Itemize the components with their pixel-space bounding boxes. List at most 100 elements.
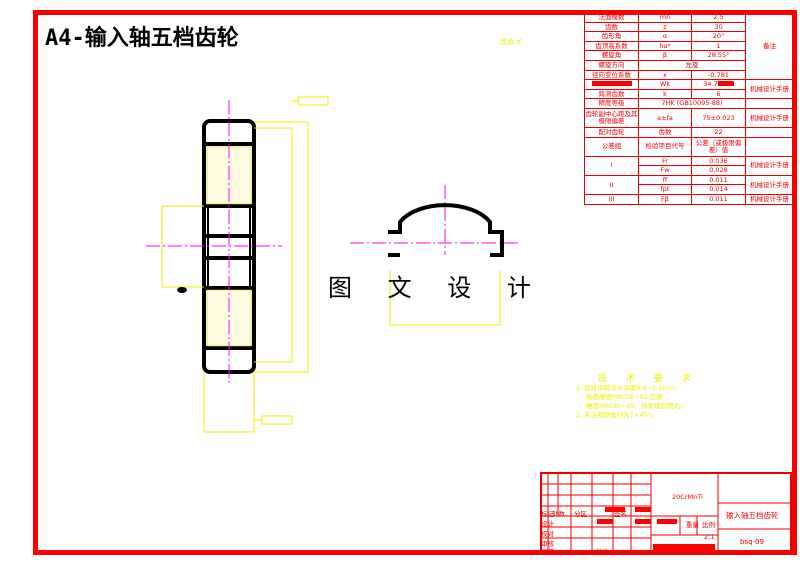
scale-value: 2:1 [704,533,715,541]
technical-requirements: 技 术 要 求 1. 齿轮渗碳淬火深度0.8~1.2mm, 表面硬度HRC56~… [576,375,699,420]
approve-label: 批准 [596,548,609,556]
table-row: Wk 34.7 机械设计手册 [584,79,794,100]
cell: 2.5 [691,12,746,23]
cell: II [584,174,639,195]
cell: -0.781 [691,69,746,81]
cell: 6 [691,88,746,100]
cell: 1 [691,40,746,52]
cell [745,98,794,109]
cell: 22 [691,126,746,138]
tech-line: 1. 齿轮渗碳淬火深度0.8~1.2mm, [576,384,678,392]
redacted-cell [584,79,639,90]
cell: 0.011 [691,193,746,205]
cell: 左旋 [638,59,746,71]
cell: I [584,155,639,176]
centerlines [146,100,520,385]
cell: x [638,69,692,81]
roughness-note: 其余 ∀ [500,38,522,46]
cell: 0.028 [691,165,746,176]
tech-line: 硬度HRC30~45，热处理后喷丸。 [586,402,687,410]
count-label: 处数 [552,510,565,518]
cell: mn [638,12,692,23]
cell [745,136,794,157]
cell: 0.014 [691,184,746,195]
cell: 精度等级 [584,98,639,109]
cell: 公差组 [584,136,639,157]
ref-cell: 机械设计手册 [745,193,794,205]
cell: 齿顶高系数 [584,40,639,52]
design-label: 设计 [541,520,554,528]
table-row: 公差组检验项目代号公差（或极限偏差）值 [584,136,794,157]
cell [745,126,794,138]
scale-label: 比例 [702,521,715,529]
cell: III [584,193,639,205]
cell: 75±0.023 [691,107,746,128]
drawing-title: A4-输入轴五档齿轮 [45,26,239,51]
cell: 螺旋角 [584,50,639,61]
review-label: 审核 [541,540,554,548]
cell: 0.036 [691,155,746,167]
cell: 34.7 [691,79,746,90]
cell: 齿数 [584,21,639,33]
cell: 28.55° [691,50,746,61]
weight-label: 重量 [686,521,699,529]
cell: β [638,50,692,61]
cell: 径向变位系数 [584,69,639,81]
cell-text: 34.7 [703,80,718,89]
title-block-grid [540,472,792,554]
cell: ha* [638,40,692,52]
cell: z [638,21,692,33]
remark-cell: 备注 [745,11,794,81]
cell: Wk [638,79,692,90]
cell: 法面模数 [584,12,639,23]
cell: 齿轮副中心距及其极限偏差 [584,107,639,128]
drawing-number: bsq-09 [740,538,764,546]
tech-line: 表面硬度HRC56~62,芯部 [586,393,663,401]
dimension-lines [161,96,501,433]
roughness-symbol [177,287,187,293]
cell: 检验项目代号 [638,136,692,157]
ref-cell: 机械设计手册 [745,155,794,176]
cell: fpt [638,184,692,195]
check-label: 校对 [541,530,554,538]
drawing-frame [33,10,797,555]
sign-label: 签名 [614,510,627,518]
cell: Fw [638,165,692,176]
mark-label: 标记 [541,510,554,518]
cell: 配对齿轮 [584,126,639,138]
tech-heading: 技 术 要 求 [598,374,699,384]
watermark: 图 文 设 计 [328,274,545,302]
cell: 螺旋方向 [584,59,639,71]
cell: 30 [691,21,746,33]
cell: Fr [638,155,692,167]
cell: k [638,88,692,100]
cell: 20° [691,31,746,42]
material: 20CrMnTi [672,493,703,501]
cell: α [638,31,692,42]
ref-cell: 机械设计手册 [745,174,794,195]
cell: a±fa [638,107,692,128]
cell: Fβ [638,193,692,205]
part-name: 输入轴五档齿轮 [726,511,779,520]
cell: 跨测齿数 [584,88,639,100]
cell: 齿数 [638,126,692,138]
tech-line: 2. 未注明倒角均为1×45°。 [576,411,658,419]
cell: 0.011 [691,174,746,186]
roughness-text: 其余 [500,38,514,46]
cell: 7HK (GB10095-88) [638,98,746,109]
cell: 齿形角 [584,31,639,42]
ref-cell: 机械设计手册 [745,79,794,100]
process-label: 工艺 [541,548,554,556]
zone-label: 分区 [574,510,587,518]
cell: ff [638,174,692,186]
ref-cell: 机械设计手册 [745,107,794,128]
